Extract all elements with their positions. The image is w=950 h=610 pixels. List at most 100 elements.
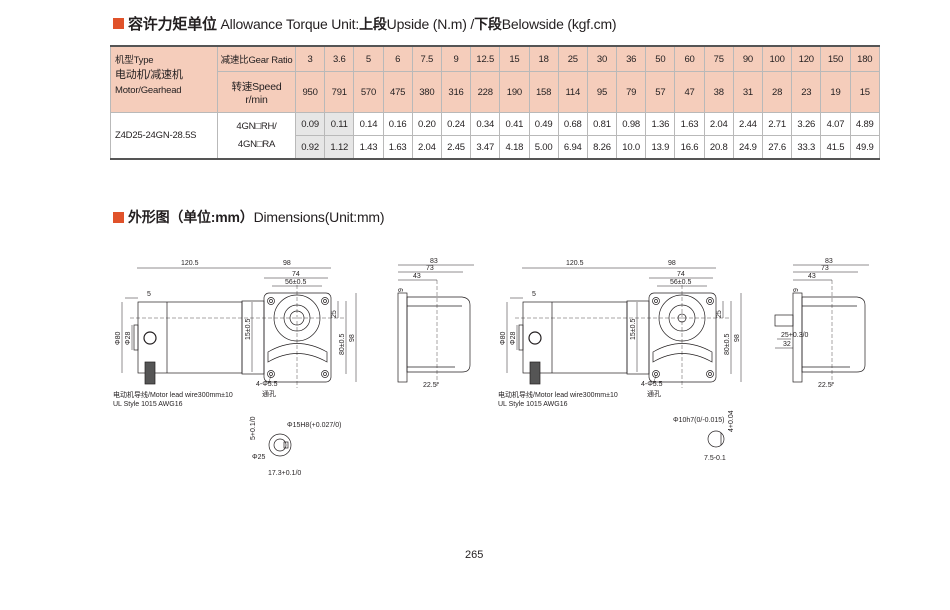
dim-25: 25: [331, 310, 338, 318]
shaft-key-label: 5+0.1/0: [250, 416, 257, 440]
dim-98: 98: [668, 260, 676, 267]
dim-15: 15±0.5: [630, 319, 637, 340]
belowside-cell: 27.6: [761, 135, 793, 160]
type-label: 机型Type: [115, 55, 154, 66]
dim-98: 98: [283, 260, 291, 267]
speed-label-text: 转速Speed: [231, 80, 282, 93]
dim-83: 83: [825, 258, 833, 265]
gear_ratios-cell: 75: [703, 45, 734, 72]
mount-hole: [652, 370, 660, 378]
dim-43: 43: [808, 273, 816, 280]
side-body: [406, 296, 471, 373]
speeds-cell: 114: [557, 71, 588, 113]
dim-56: 56±0.5: [670, 279, 691, 286]
upside-cell: 1.36: [645, 112, 676, 136]
model-name: Z4D25-24GN-28.5S: [110, 112, 218, 160]
belowside-cell: 49.9: [849, 135, 881, 160]
dim-120-5: 120.5: [566, 260, 584, 267]
through-hole-label: 通孔: [262, 389, 276, 398]
dim-80: 80±0.5: [724, 334, 731, 355]
side-shaft: [774, 314, 794, 327]
belowside-en: Belowside (kgf.cm): [501, 15, 617, 32]
shaft-bore-label: Φ15H8(+0.027/0): [287, 422, 341, 429]
dim-phi28: Φ28: [125, 332, 132, 345]
upside-cell: 3.26: [791, 112, 822, 136]
page-number: 265: [465, 549, 484, 561]
dim-heading-en: Dimensions(Unit:mm): [253, 209, 385, 225]
dim-98-v: 98: [349, 334, 356, 342]
mount-hole: [267, 297, 275, 305]
dim-56: 56±0.5: [285, 279, 306, 286]
mount-hole: [652, 297, 660, 305]
gear_ratios-cell: 25: [557, 45, 588, 72]
mount-hole: [321, 297, 329, 305]
ul-style-label: UL Style 1015 AWG16: [498, 401, 568, 408]
speeds-cell: 23: [791, 71, 822, 113]
dim-43: 43: [413, 273, 421, 280]
gear_ratios-cell: 100: [761, 45, 793, 72]
lead-wires: [529, 361, 541, 385]
heading-marker: [113, 211, 124, 223]
upside-zh: 上段: [359, 15, 387, 32]
gear_ratios-cell: 36: [616, 45, 647, 72]
mount-holes-label: 4-Φ5.5: [641, 381, 663, 388]
belowside-cell: 1.43: [353, 135, 384, 160]
belowside-zh: 下段: [474, 15, 502, 32]
dim-shaft-32: 32: [783, 341, 791, 348]
dim-120-5: 120.5: [181, 260, 199, 267]
belowside-cell: 16.6: [674, 135, 705, 160]
gearhead-models: 4GN□RH/4GN□RA: [217, 112, 296, 160]
speeds-cell: 475: [382, 71, 413, 113]
motor-gearhead-en: Motor/Gearhead: [115, 85, 182, 96]
heading-marker: [113, 18, 124, 29]
dim-83: 83: [430, 258, 438, 265]
mount-hole: [706, 370, 714, 378]
speeds-cell: 57: [645, 71, 676, 113]
belowside-cell: 8.26: [586, 135, 618, 160]
speeds-cell: 570: [353, 71, 384, 113]
terminal-icon: [143, 331, 157, 345]
dim-5: 5: [147, 291, 151, 298]
dim-shaft-25: 25+0.3/0: [781, 332, 809, 339]
gearbox-face: [648, 292, 717, 383]
belowside-cell: 13.9: [645, 135, 676, 160]
speeds-cell: 38: [703, 71, 734, 113]
gearbox-face: [263, 292, 332, 383]
gear_ratios-cell: 7.5: [411, 45, 442, 72]
gear_ratios-cell: 120: [791, 45, 822, 72]
gear_ratios-cell: 18: [528, 45, 559, 72]
belowside-cell: 1.63: [382, 135, 413, 160]
motor-end-cap: [518, 324, 524, 351]
speed-unit: r/min: [245, 93, 268, 106]
gear_ratios-cell: 150: [820, 45, 851, 72]
upside-cell: 1.63: [674, 112, 705, 136]
ul-style-label: UL Style 1015 AWG16: [113, 401, 183, 408]
dim-9: 9: [398, 288, 405, 292]
dim-98-v: 98: [734, 334, 741, 342]
dim-phi80: Φ80: [115, 332, 122, 345]
belowside-cell: 10.0: [616, 135, 647, 160]
dim-15: 15±0.5: [245, 319, 252, 340]
upside-cell: 4.07: [820, 112, 851, 136]
through-hole-label: 通孔: [647, 389, 661, 398]
speeds-cell: 791: [324, 71, 355, 113]
dim-phi80: Φ80: [500, 332, 507, 345]
upside-cell: 4.89: [849, 112, 881, 136]
speeds-cell: 158: [528, 71, 559, 113]
shaft-dia-label: Φ25: [252, 454, 265, 461]
gearhead-2: 4GN□RA: [237, 138, 276, 150]
shaft-height-label: 17.3+0.1/0: [268, 470, 301, 477]
dim-73: 73: [821, 265, 829, 272]
shaft-dia-label: Φ10h7(0/-0.015): [673, 417, 725, 424]
mount-hole: [321, 370, 329, 378]
dim-phi28: Φ28: [510, 332, 517, 345]
shaft-detail-2: Φ10h7(0/-0.015)4+0.047.5-0.1: [673, 410, 735, 462]
upside-en: Upside (N.m) /: [386, 15, 475, 32]
belowside-cell: 1.12: [324, 135, 355, 160]
